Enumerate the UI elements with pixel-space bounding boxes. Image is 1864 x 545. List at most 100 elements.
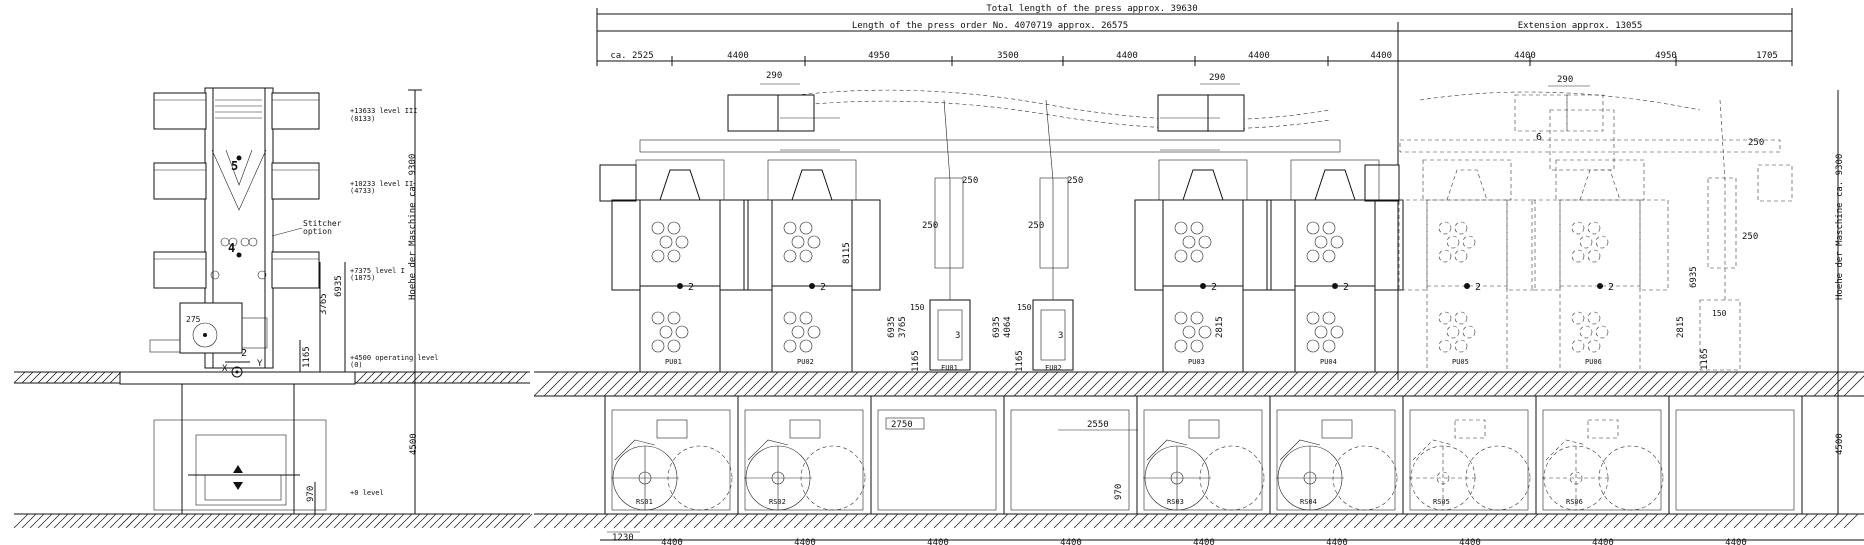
bottom-dim-6: 4400	[1459, 538, 1481, 545]
dim-4064: 4064	[1003, 316, 1013, 338]
sv-level1: +7375 level I	[350, 267, 405, 275]
seg-dim-0: ca. 2525	[610, 51, 653, 61]
sv-dim-4500: 4500	[409, 433, 419, 455]
dim-6935-b: 6935	[992, 316, 1002, 338]
sv-level2b: (4733)	[350, 187, 375, 195]
label-rs02: RS02	[769, 498, 786, 506]
tower-number-2: 2	[1608, 282, 1614, 293]
total-length-label: Total length of the press approx. 39630	[986, 4, 1197, 14]
dim-1165-a: 1165	[911, 350, 921, 372]
label-fu01: FU01	[941, 364, 958, 372]
tower-number-2: 2	[1343, 282, 1349, 293]
sv-dim-275: 275	[186, 315, 201, 324]
folder-number-3: 3	[955, 331, 960, 341]
seg-dim-3: 3500	[997, 51, 1019, 61]
sv-level3b: (8133)	[350, 115, 375, 123]
label-rs04: RS04	[1300, 498, 1317, 506]
sv-label-4: 4	[228, 241, 235, 255]
dim-1165-b: 1165	[1015, 350, 1025, 372]
dim-250-c: 250	[1067, 176, 1083, 186]
label-rs05: RS05	[1433, 498, 1450, 506]
bottom-dim-2: 4400	[927, 538, 949, 545]
dim-150-a: 150	[910, 303, 925, 312]
dim-290-c: 290	[1557, 75, 1573, 85]
dim-1230: 1230	[612, 533, 634, 543]
sv-zero: +0 level	[350, 489, 384, 497]
tower-number-2: 2	[820, 282, 826, 293]
sv-height-label: Hoehe der Maschine ca. 9300	[408, 154, 418, 300]
seg-dim-8: 4950	[1655, 51, 1677, 61]
seg-dim-5: 4400	[1248, 51, 1270, 61]
sv-operating-b: (0)	[350, 361, 363, 369]
dim-8115: 8115	[842, 242, 852, 264]
sv-stitcher: Stitcher	[303, 219, 342, 228]
dim-2815-a: 2815	[1215, 316, 1225, 338]
dim-150-c: 150	[1712, 309, 1727, 318]
sv-dim-6935: 6935	[334, 275, 344, 297]
header-dimensions: Total length of the press approx. 39630 …	[596, 4, 1793, 380]
dim-290-a: 290	[766, 71, 782, 81]
extension-label: Extension approx. 13055	[1518, 21, 1643, 31]
bottom-dim-1: 4400	[794, 538, 816, 545]
dim-2550: 2550	[1087, 420, 1109, 430]
dim-2750: 2750	[891, 420, 913, 430]
label-pu04: PU04	[1320, 358, 1337, 366]
label-rs06: RS06	[1566, 498, 1583, 506]
sv-label-x: X	[222, 364, 228, 374]
tower-number-2: 2	[1475, 282, 1481, 293]
bottom-dim-7: 4400	[1592, 538, 1614, 545]
seg-dim-2: 4950	[868, 51, 890, 61]
label-pu01: PU01	[665, 358, 682, 366]
sv-label-y: Y	[257, 359, 263, 369]
dim-3765-a: 3765	[898, 316, 908, 338]
label-rs01: RS01	[636, 498, 653, 506]
sv-stitcher-b: option	[303, 227, 332, 236]
sv-operating: +4500 operating level	[350, 354, 439, 362]
dim-250-e: 250	[1748, 138, 1764, 148]
dim-290-b: 290	[1209, 73, 1225, 83]
height-label-right: Hoehe der Maschine ca. 9300	[1835, 154, 1845, 300]
tower-number-2: 2	[1211, 282, 1217, 293]
sv-dim-1165: 1165	[302, 346, 312, 368]
press-elevation: 6 290 290 290 250 250 250 250 250 250	[533, 71, 1864, 545]
bottom-dim-3: 4400	[1060, 538, 1082, 545]
sv-dim-970: 970	[306, 486, 316, 502]
dim-250-b: 250	[922, 221, 938, 231]
label-pu06: PU06	[1585, 358, 1602, 366]
seg-dim-6: 4400	[1370, 51, 1392, 61]
dim-970: 970	[1114, 484, 1124, 500]
dim-6935-c: 6935	[1689, 266, 1699, 288]
label-rs03: RS03	[1167, 498, 1184, 506]
dim-250-f: 250	[1742, 232, 1758, 242]
seg-dim-9: 1705	[1756, 51, 1778, 61]
dim-150-b: 150	[1017, 303, 1032, 312]
label-pu02: PU02	[797, 358, 814, 366]
bottom-dim-4: 4400	[1193, 538, 1215, 545]
label-pu03: PU03	[1188, 358, 1205, 366]
seg-dim-7: 4400	[1514, 51, 1536, 61]
label-fu02: FU02	[1045, 364, 1062, 372]
seg-dim-1: 4400	[727, 51, 749, 61]
sv-level3: +13633 level III	[350, 107, 417, 115]
sv-label-2: 2	[241, 348, 247, 359]
order-length-label: Length of the press order No. 4070719 ap…	[852, 21, 1128, 31]
sv-level2: +10233 level II	[350, 180, 413, 188]
dim-250-d: 250	[1028, 221, 1044, 231]
bottom-dim-8: 4400	[1725, 538, 1747, 545]
sv-label-5: 5	[231, 159, 238, 173]
bottom-dim-5: 4400	[1326, 538, 1348, 545]
dim-1165-c: 1165	[1700, 348, 1710, 370]
tower-number-2: 2	[688, 282, 694, 293]
sv-dim-3765: 3765	[319, 293, 329, 315]
side-view: 5 4 2 X Y Z 275 +13633 level III (8133) …	[13, 87, 533, 529]
folder-number-3: 3	[1058, 331, 1063, 341]
seg-dim-4: 4400	[1116, 51, 1138, 61]
label-pu05: PU05	[1452, 358, 1469, 366]
bottom-dim-0: 4400	[661, 538, 683, 545]
dim-4500-right: 4500	[1835, 433, 1845, 455]
dim-6935-a: 6935	[887, 316, 897, 338]
dim-250-a: 250	[962, 176, 978, 186]
dim-2815-b: 2815	[1676, 316, 1686, 338]
sv-level1b: (1875)	[350, 274, 375, 282]
